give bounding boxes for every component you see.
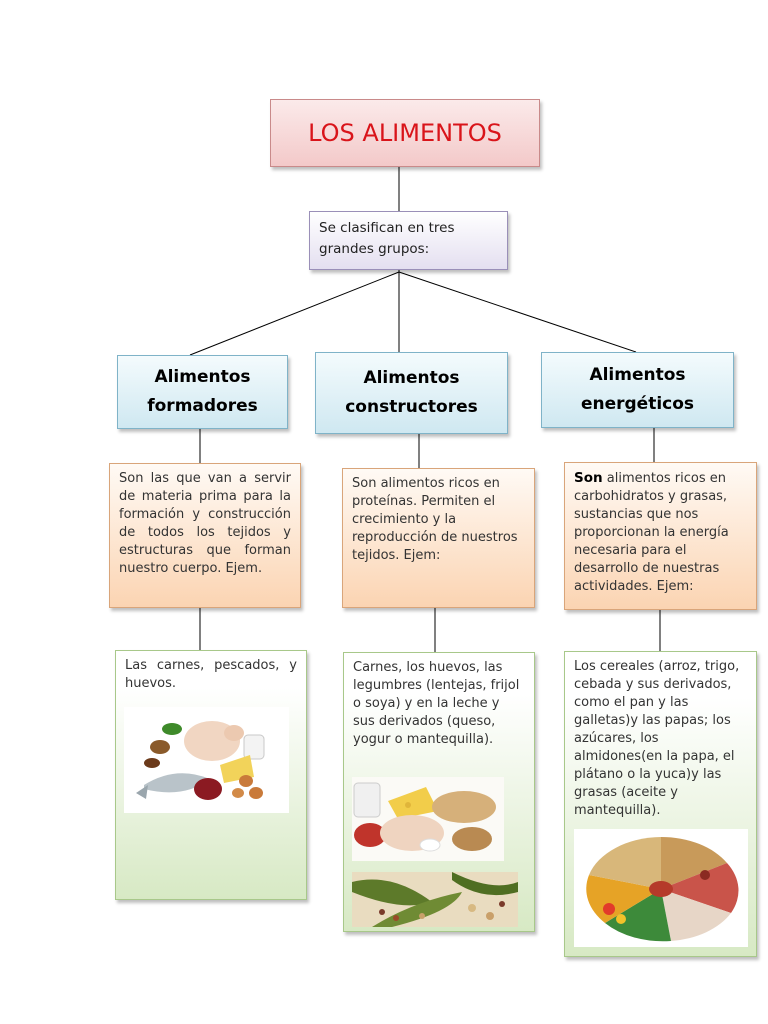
group-energeticos-box: Alimentos energéticos xyxy=(541,352,734,428)
group-formadores-box: Alimentos formadores xyxy=(117,355,288,429)
group-formadores-name-line2: formadores xyxy=(147,396,258,416)
group-constructores-box: Alimentos constructores xyxy=(315,352,508,434)
group-constructores-name-line2: constructores xyxy=(345,397,478,417)
group-constructores-name-line1: Alimentos xyxy=(363,368,460,388)
description-constructores-text: Son alimentos ricos en proteínas. Permit… xyxy=(352,476,518,563)
title-box: LOS ALIMENTOS xyxy=(270,99,540,167)
description-formadores-text: Son las que van a servir de materia prim… xyxy=(119,471,291,576)
food-photo-meats-fish-eggs xyxy=(124,707,289,813)
examples-formadores-text: Las carnes, pescados, y huevos. xyxy=(125,658,297,691)
classification-box: Se clasifican en tres grandes grupos: xyxy=(309,211,508,270)
food-photo-dairy-chicken xyxy=(352,777,504,861)
group-energeticos-name-line2: energéticos xyxy=(580,394,695,414)
description-energeticos-text: alimentos ricos en carbohidratos y grasa… xyxy=(574,471,729,594)
group-formadores-name-line1: Alimentos xyxy=(154,367,251,387)
page-title: LOS ALIMENTOS xyxy=(308,119,502,147)
description-energeticos: Son alimentos ricos en carbohidratos y g… xyxy=(564,462,757,610)
group-energeticos-name-line1: Alimentos xyxy=(589,365,686,385)
description-energeticos-lead: Son xyxy=(574,470,603,486)
food-photo-food-wheel xyxy=(574,829,748,947)
description-formadores: Son las que van a servir de materia prim… xyxy=(109,463,301,608)
classification-text: Se clasifican en tres grandes grupos: xyxy=(319,220,455,257)
examples-energeticos-text: Los cereales (arroz, trigo, cebada y sus… xyxy=(574,659,740,818)
food-photo-legumes xyxy=(352,872,518,927)
examples-constructores-text: Carnes, los huevos, las legumbres (lente… xyxy=(353,660,520,747)
description-constructores: Son alimentos ricos en proteínas. Permit… xyxy=(342,468,535,608)
